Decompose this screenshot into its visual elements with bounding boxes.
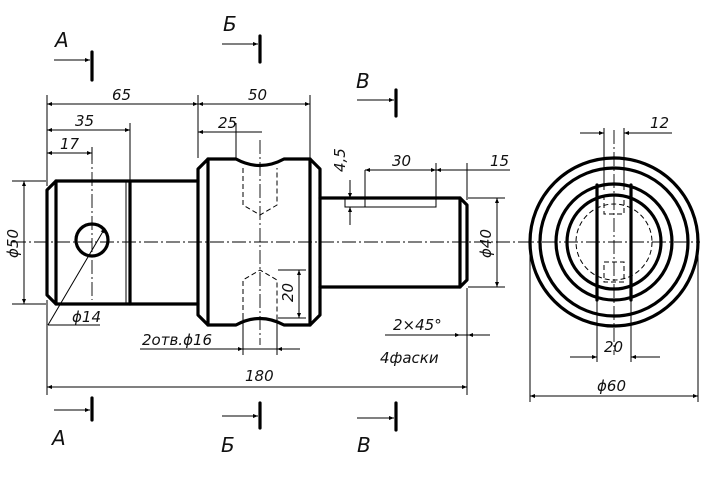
dim-phi60-label: ϕ60 [597, 377, 626, 395]
dim-30-label: 30 [392, 152, 411, 170]
hidden-hole-top [242, 168, 278, 216]
dim-phi14-leader [47, 227, 106, 326]
dim-phi14-label: ϕ14 [72, 308, 101, 326]
section-label-b-bottom: Б [221, 433, 235, 457]
note-chamfer-count-label: 4фаски [380, 349, 439, 367]
section-label-b-top: Б [223, 12, 237, 36]
right-shaft-outline [318, 196, 469, 289]
note-holes-label: 2отв.ϕ16 [142, 331, 212, 349]
dim-180-label: 180 [245, 367, 274, 385]
end-view-shoulder-circle [554, 182, 674, 302]
dim-50-label: 50 [248, 86, 267, 104]
note-chamfer-label: 2×45° [393, 316, 442, 334]
dim-25-label: 25 [218, 114, 237, 132]
dim-12-label: 12 [650, 114, 669, 132]
section-label-a-bottom: А [50, 426, 66, 450]
section-label-v-top: В [356, 69, 370, 93]
dim-35-label: 35 [75, 112, 94, 130]
left-shank-outline [45, 179, 132, 306]
end-view-hidden-holes [603, 195, 625, 283]
dim-phi40-label: ϕ40 [477, 229, 495, 258]
end-view [528, 156, 700, 328]
cross-hole-circle [74, 222, 110, 258]
keyway-outline [344, 198, 437, 208]
middle-shoulder-outline [128, 179, 200, 306]
hidden-hole-bottom [242, 269, 278, 318]
dim-4-5-label: 4,5 [331, 148, 349, 172]
dimensions [12, 95, 699, 402]
section-label-v-bottom: В [357, 433, 371, 457]
end-view-slot [595, 183, 633, 302]
end-view-outer-circle [528, 156, 700, 328]
dim-20-end-label: 20 [604, 338, 623, 356]
dim-65-label: 65 [112, 86, 131, 104]
dim-17-label: 17 [60, 135, 80, 153]
dim-15-label: 15 [490, 152, 509, 170]
shaft-front-view [45, 157, 469, 327]
dim-phi50-label: ϕ50 [4, 229, 22, 258]
dim-20-side-label: 20 [279, 283, 297, 302]
section-label-a-top: А [53, 28, 69, 52]
end-view-collar-circle [538, 166, 690, 318]
end-view-hidden-circle [575, 203, 653, 281]
section-markers [54, 34, 398, 432]
end-view-shaft-circle [565, 193, 663, 291]
